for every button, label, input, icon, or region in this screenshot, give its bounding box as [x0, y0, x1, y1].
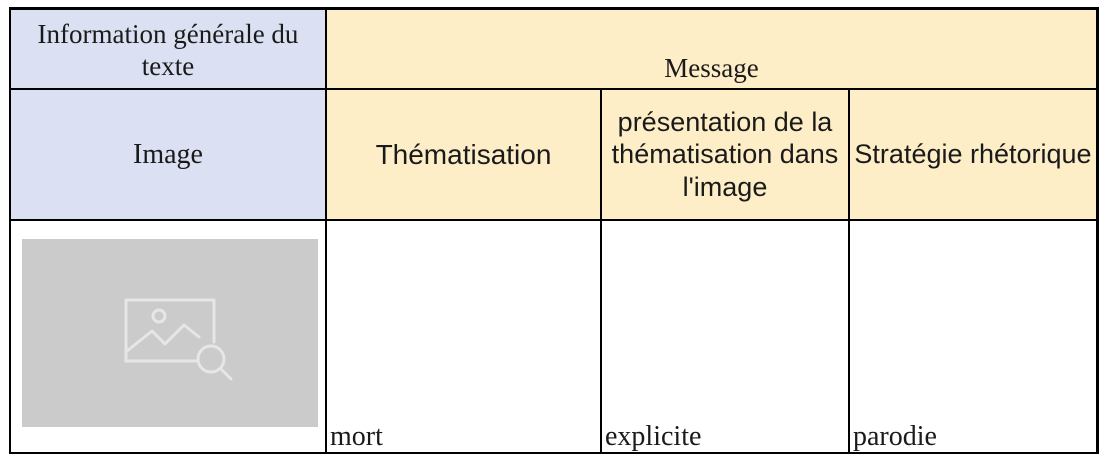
image-placeholder: [22, 239, 318, 427]
header-image: Image: [10, 89, 326, 220]
cell-presentation: explicite: [601, 220, 849, 453]
header-message: Message: [326, 9, 1097, 89]
header-message-label: Message: [664, 52, 759, 83]
cell-presentation-value: explicite: [605, 421, 702, 452]
cell-thematisation-value: mort: [330, 421, 383, 452]
header-thematisation-label: Thématisation: [375, 138, 552, 170]
cell-strategie: parodie: [849, 220, 1097, 453]
header-info-generale: Information générale du texte: [10, 9, 326, 89]
header-presentation: présentation de la thématisation dans l'…: [601, 89, 849, 220]
cell-strategie-value: parodie: [853, 421, 937, 452]
cell-thematisation: mort: [326, 220, 601, 453]
header-strategie-label: Stratégie rhétorique: [854, 139, 1092, 170]
header-presentation-label: présentation de la thématisation dans l'…: [611, 106, 839, 202]
image-search-icon: [124, 298, 233, 381]
header-strategie: Stratégie rhétorique: [849, 89, 1097, 220]
header-info-generale-label: Information générale du texte: [37, 18, 299, 81]
header-thematisation: Thématisation: [326, 89, 601, 220]
header-image-label: Image: [133, 138, 203, 170]
